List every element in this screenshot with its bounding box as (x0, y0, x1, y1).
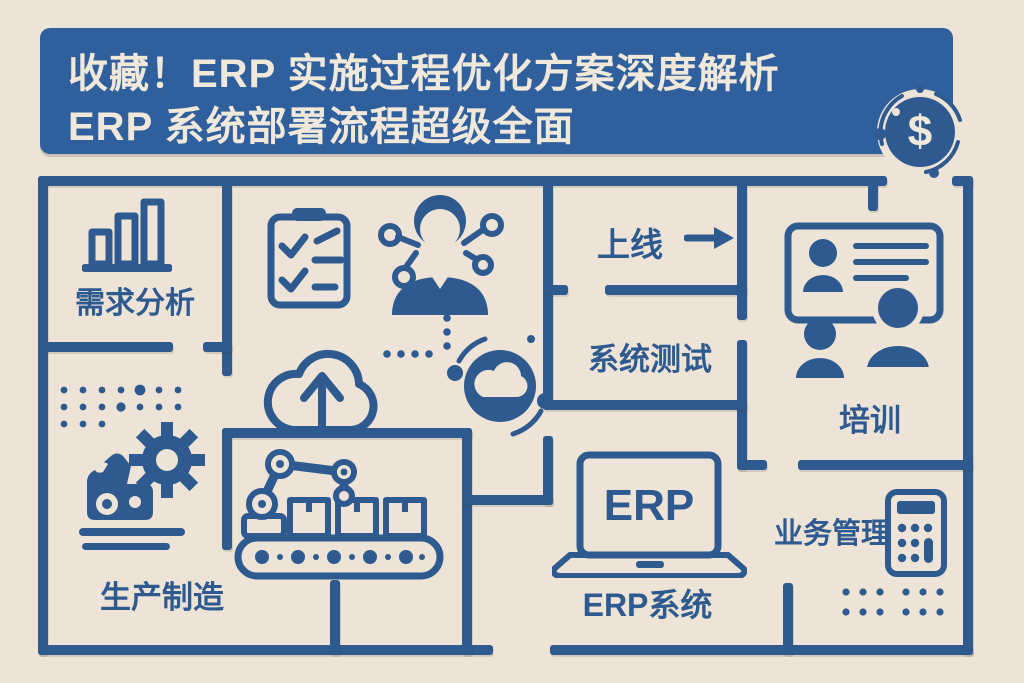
wall-top-door-stub (868, 183, 878, 211)
bar-chart-icon (82, 198, 172, 272)
wall-bottom-right (550, 645, 973, 655)
calculator-icon (885, 489, 947, 577)
wall-center-divider-upper (543, 183, 553, 408)
laptop-screen-text: ERP (604, 481, 694, 530)
dotted-connector (383, 314, 451, 358)
wall-right (963, 176, 973, 655)
wall-requirements-right (222, 183, 232, 376)
testing-label: 系统测试 (588, 342, 712, 377)
arrow-right-icon (684, 227, 734, 249)
golive-label: 上线 (597, 226, 663, 263)
wall-bottom-stub-left (330, 580, 340, 655)
wall-golive-bottom-b (605, 285, 747, 295)
title-banner: 收藏！ERP 实施过程优化方案深度解析 ERP 系统部署流程超级全面 (40, 28, 953, 154)
erp-system-label: ERP系统 (582, 587, 713, 623)
business-label: 业务管理 (773, 518, 890, 550)
erp-laptop-icon: ERP (552, 451, 747, 578)
title-line-2: ERP 系统部署流程超级全面 (68, 105, 575, 149)
wall-requirements-bottom-a (43, 342, 173, 352)
training-label: 培训 (839, 403, 901, 438)
dots-grid-left (60, 384, 182, 428)
dollar-coin-icon: $ (874, 86, 966, 178)
wall-training-left-upper (737, 183, 747, 320)
machine-gear-icon (79, 422, 205, 550)
wall-center-divider-lower (543, 436, 553, 505)
coin-orbit-icon (874, 86, 962, 178)
wall-training-bottom-b (798, 460, 973, 470)
wall-top-right-stub (952, 176, 973, 186)
wall-requirements-bottom-b (203, 342, 232, 352)
wall-bottom-stub-right (783, 583, 793, 655)
training-presentation-icon (784, 222, 944, 378)
wall-golive-bottom-a (543, 285, 568, 295)
consultant-network-icon (378, 195, 504, 315)
wall-top (38, 176, 887, 186)
wall-bottom-left (38, 645, 493, 655)
clipboard-checklist-icon (267, 208, 351, 309)
wall-testing-bottom (543, 400, 747, 410)
wall-training-bottom-a (737, 460, 767, 470)
dots-grid-right (842, 588, 944, 616)
requirements-label: 需求分析 (75, 287, 195, 320)
manufacturing-label: 生产制造 (100, 580, 224, 615)
wall-robot-right (462, 428, 472, 655)
cloud-sync-icon (447, 335, 553, 437)
cloud-upload-icon (263, 349, 378, 438)
wall-robot-left (222, 428, 232, 550)
wall-erp-top-link (462, 495, 553, 505)
wall-left (38, 176, 48, 655)
title-line-1: 收藏！ERP 实施过程优化方案深度解析 (68, 52, 780, 96)
robot-conveyor-icon (234, 449, 444, 580)
